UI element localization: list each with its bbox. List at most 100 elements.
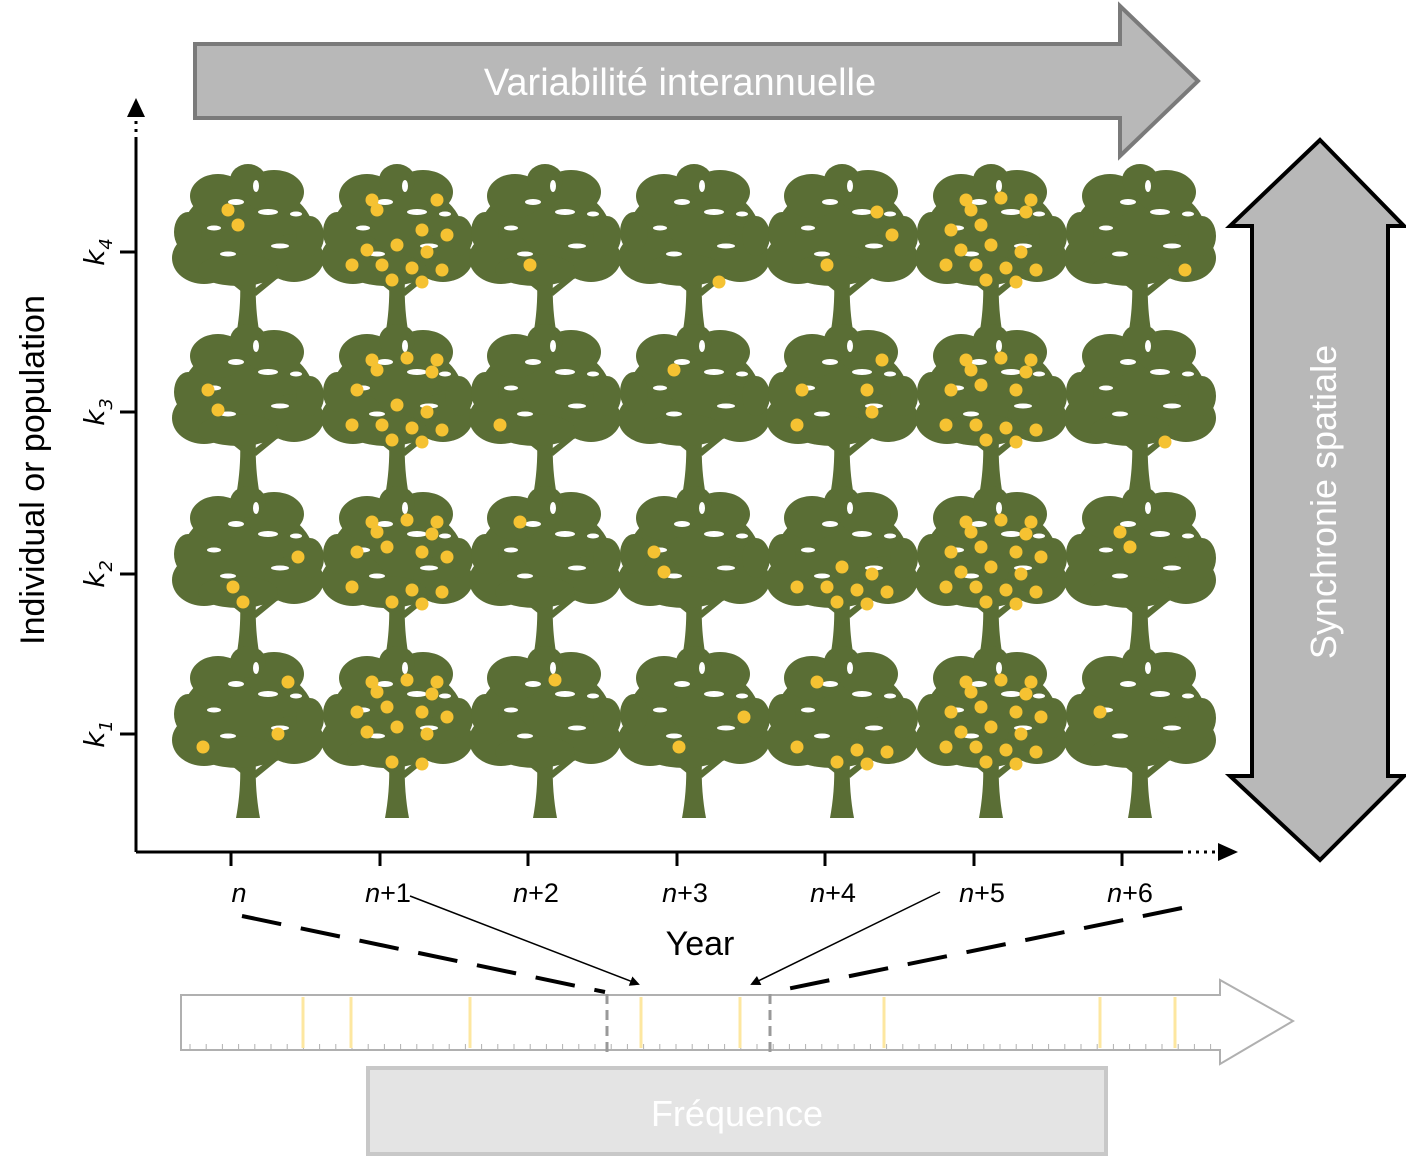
fruit: [850, 743, 864, 757]
fruit: [820, 258, 834, 272]
fruit: [1024, 515, 1038, 529]
tree: [766, 324, 918, 496]
fruit: [385, 595, 399, 609]
fruit: [1009, 545, 1023, 559]
fruit: [959, 515, 973, 529]
y-tick-base: k: [78, 248, 111, 266]
fruit: [415, 597, 429, 611]
y-tick-sub: 4: [96, 238, 117, 249]
fruit: [435, 263, 449, 277]
fruit: [850, 583, 864, 597]
fruit: [830, 595, 844, 609]
tree: [1064, 164, 1216, 336]
fruit: [420, 405, 434, 419]
tree: [915, 324, 1067, 496]
y-tick-label: k3: [78, 398, 117, 426]
fruit: [954, 725, 968, 739]
tree: [469, 646, 621, 818]
fruit: [979, 273, 993, 287]
tree-silhouette: [1064, 486, 1216, 658]
tree-silhouette: [618, 164, 770, 336]
fruit: [737, 710, 751, 724]
tree: [915, 164, 1067, 336]
fruit: [345, 418, 359, 432]
fruit: [1029, 263, 1043, 277]
fruit: [790, 418, 804, 432]
fruit: [860, 597, 874, 611]
fruit: [425, 527, 439, 541]
x-tick-label: n+3: [662, 878, 708, 908]
fruit: [370, 203, 384, 217]
y-axis: [127, 98, 145, 852]
x-tick-italic: n: [231, 878, 246, 908]
y-tick-base: k: [78, 408, 111, 426]
fruit: [415, 275, 429, 289]
fruit: [365, 515, 379, 529]
fruit: [790, 580, 804, 594]
fruit: [1019, 365, 1033, 379]
fruit: [1019, 527, 1033, 541]
fruit: [1009, 757, 1023, 771]
tree: [469, 164, 621, 336]
tree-silhouette: [766, 324, 918, 496]
fruit: [385, 273, 399, 287]
fruit: [959, 353, 973, 367]
fruit: [712, 275, 726, 289]
x-tick-italic: n: [513, 878, 528, 908]
tree-silhouette: [172, 646, 324, 818]
fruit: [1014, 567, 1028, 581]
fruit: [291, 550, 305, 564]
fruit: [974, 218, 988, 232]
fruit: [375, 418, 389, 432]
fruit: [548, 673, 562, 687]
fruit: [400, 351, 414, 365]
fruit: [405, 261, 419, 275]
tree-silhouette: [618, 486, 770, 658]
fruit: [513, 515, 527, 529]
fruit: [365, 675, 379, 689]
fruit: [994, 191, 1008, 205]
tree: [915, 646, 1067, 818]
fruit: [385, 433, 399, 447]
fruit: [1009, 597, 1023, 611]
fruit: [870, 205, 884, 219]
x-axis-title: Year: [666, 925, 735, 963]
fruit: [999, 583, 1013, 597]
fruit: [380, 700, 394, 714]
fruit: [880, 585, 894, 599]
tree: [618, 486, 770, 658]
fruit: [365, 353, 379, 367]
fruit: [1029, 585, 1043, 599]
tree-silhouette: [766, 646, 918, 818]
fruit: [969, 258, 983, 272]
tree-silhouette: [1064, 164, 1216, 336]
fruit: [415, 223, 429, 237]
fruit: [830, 755, 844, 769]
tree-silhouette: [172, 324, 324, 496]
tree: [618, 646, 770, 818]
fruit: [390, 398, 404, 412]
fruit: [493, 418, 507, 432]
tree: [172, 324, 324, 496]
fruit: [1014, 245, 1028, 259]
fruit: [365, 193, 379, 207]
tree-silhouette: [321, 486, 473, 658]
timeline-window-bounds: [605, 994, 772, 1052]
x-axis: [136, 843, 1238, 861]
tree-silhouette: [1064, 646, 1216, 818]
fruit: [969, 740, 983, 754]
x-tick-suffix: +4: [825, 878, 856, 908]
fruit: [835, 560, 849, 574]
tree: [1064, 646, 1216, 818]
tree-silhouette: [1064, 324, 1216, 496]
fruit: [370, 525, 384, 539]
fruit: [795, 383, 809, 397]
tree-silhouette: [618, 324, 770, 496]
x-tick-label: n+5: [959, 878, 1005, 908]
fruit: [415, 435, 429, 449]
fruit: [390, 238, 404, 252]
fruit: [964, 525, 978, 539]
tree: [618, 324, 770, 496]
y-axis-title: Individual or population: [14, 295, 52, 645]
fruit: [415, 545, 429, 559]
